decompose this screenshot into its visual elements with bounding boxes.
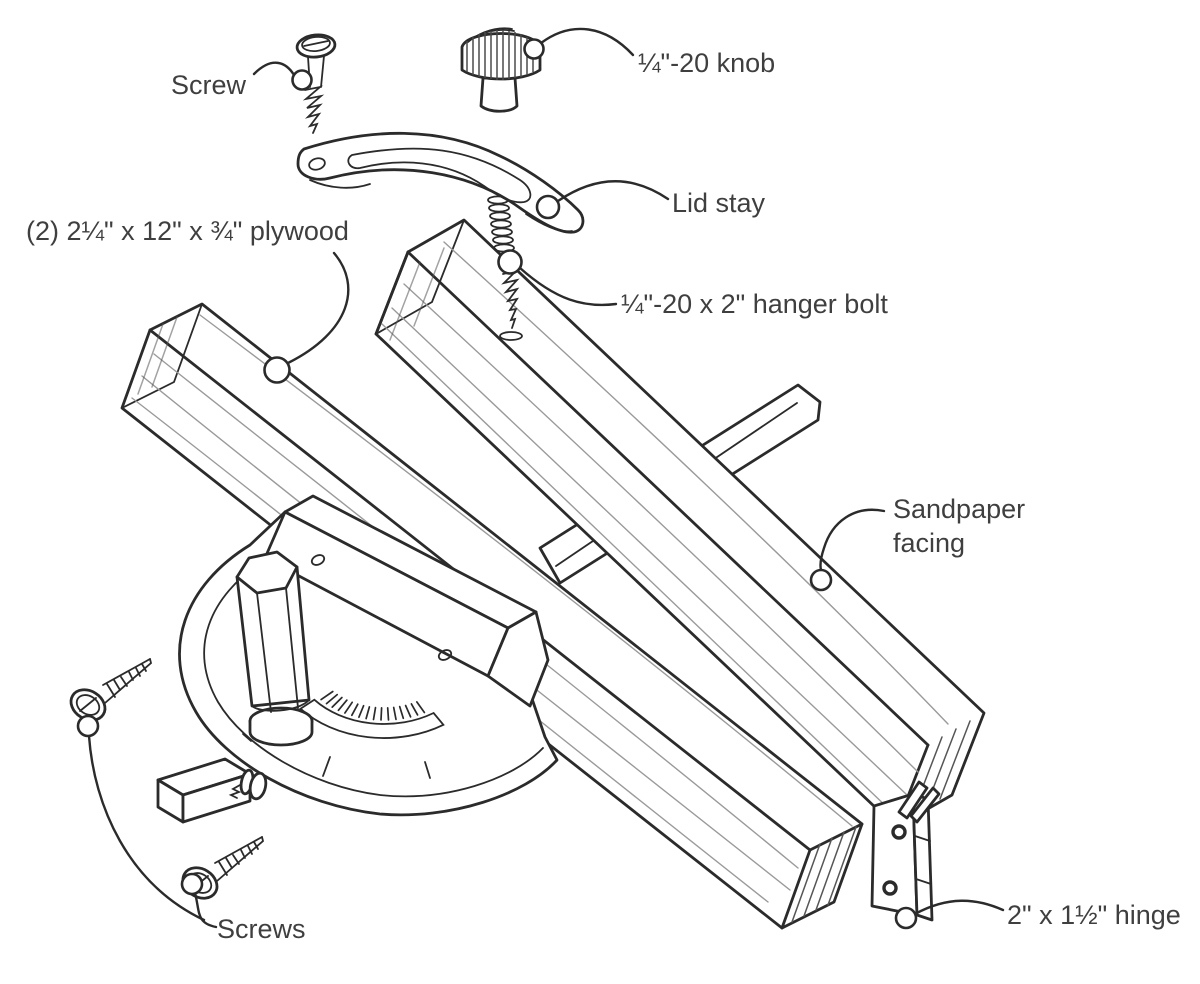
lid-stay-illustration (296, 131, 585, 234)
callout-plywood (263, 356, 291, 384)
label-hinge: 2" x 1½" hinge (1007, 900, 1181, 930)
lock-washer (248, 706, 314, 747)
hinge-illustration (870, 780, 941, 922)
callout-screw-b (180, 872, 204, 896)
label-sandpaper-2: facing (893, 528, 966, 558)
label-knob: ¼"-20 knob (638, 48, 776, 78)
callout-knob (523, 38, 545, 60)
hanger-bolt-illustration (487, 195, 523, 341)
callout-hanger-bolt (497, 249, 523, 275)
miter-gauge-head (178, 494, 559, 817)
callout-sandpaper (809, 568, 833, 592)
label-hanger-bolt: ¼"-20 x 2" hanger bolt (621, 289, 888, 319)
callout-circles (76, 38, 918, 930)
label-sandpaper-1: Sandpaper (893, 494, 1026, 524)
callout-lid-stay (535, 194, 561, 220)
screw-illustration (295, 33, 337, 134)
adjustment-slot (299, 698, 445, 739)
gauge-handle (235, 550, 311, 713)
label-screws: Screws (217, 914, 306, 944)
thumbscrew-illustration (228, 768, 268, 801)
callout-screw (291, 69, 313, 91)
degree-ticks (320, 690, 426, 721)
label-screw: Screw (171, 70, 247, 100)
rear-fence-board (374, 218, 986, 829)
callout-screw-a (76, 714, 100, 738)
label-lid-stay: Lid stay (672, 188, 766, 218)
gauge-body-slab (263, 494, 550, 708)
leader-lines (87, 27, 1005, 929)
label-plywood: (2) 2¼" x 12" x ¾" plywood (26, 216, 349, 246)
callout-hinge (894, 906, 918, 930)
screws-illustration (69, 658, 265, 906)
end-grain-hatch (137, 316, 857, 923)
